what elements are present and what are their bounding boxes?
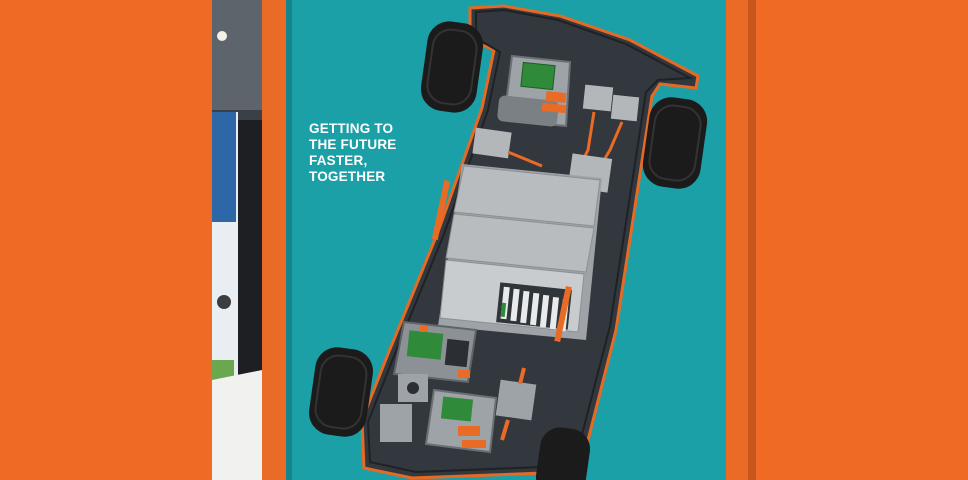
front-left-tire — [420, 21, 484, 113]
exhibit-tagline: GETTING TO THE FUTURE FASTER, TOGETHER — [309, 121, 429, 185]
rear-drive-unit — [424, 388, 498, 454]
tagline-line: FASTER, — [309, 153, 368, 168]
booth-sample — [217, 295, 231, 309]
rear-left-tire — [309, 347, 373, 437]
panel-shadow — [286, 0, 292, 480]
front-right-tire — [642, 97, 708, 189]
module-box — [495, 379, 537, 421]
frame-edge — [748, 0, 756, 480]
battery-pack — [431, 164, 602, 343]
exhibit-photo: GETTING TO THE FUTURE FASTER, TOGETHER — [212, 0, 756, 480]
tagline-line: TOGETHER — [309, 169, 386, 184]
booth-green-strip — [212, 360, 234, 382]
battery-busbar — [554, 285, 572, 343]
module-box — [380, 404, 412, 442]
front-drive-unit — [497, 54, 572, 128]
rear-control-unit — [392, 320, 478, 384]
circuit-board — [440, 396, 474, 422]
tagline-line: THE FUTURE — [309, 137, 397, 152]
side-booth-banner — [212, 112, 236, 222]
orange-cable — [500, 419, 510, 441]
frame-left — [262, 0, 290, 480]
ev-platform-display — [212, 0, 756, 480]
module-box — [610, 94, 640, 122]
orange-cable — [602, 121, 624, 161]
tagline-line: GETTING TO — [309, 121, 394, 136]
rear-right-tire — [535, 427, 591, 480]
orange-cable — [507, 150, 543, 168]
module-box — [582, 84, 614, 112]
charger-module — [472, 127, 512, 159]
hall-ceiling — [212, 0, 262, 110]
battery-busbar — [431, 180, 451, 240]
ceiling-light — [217, 31, 227, 41]
circuit-board — [520, 61, 556, 91]
circuit-board — [406, 330, 444, 360]
connector-port-socket — [407, 382, 419, 394]
orange-cable — [518, 367, 526, 385]
